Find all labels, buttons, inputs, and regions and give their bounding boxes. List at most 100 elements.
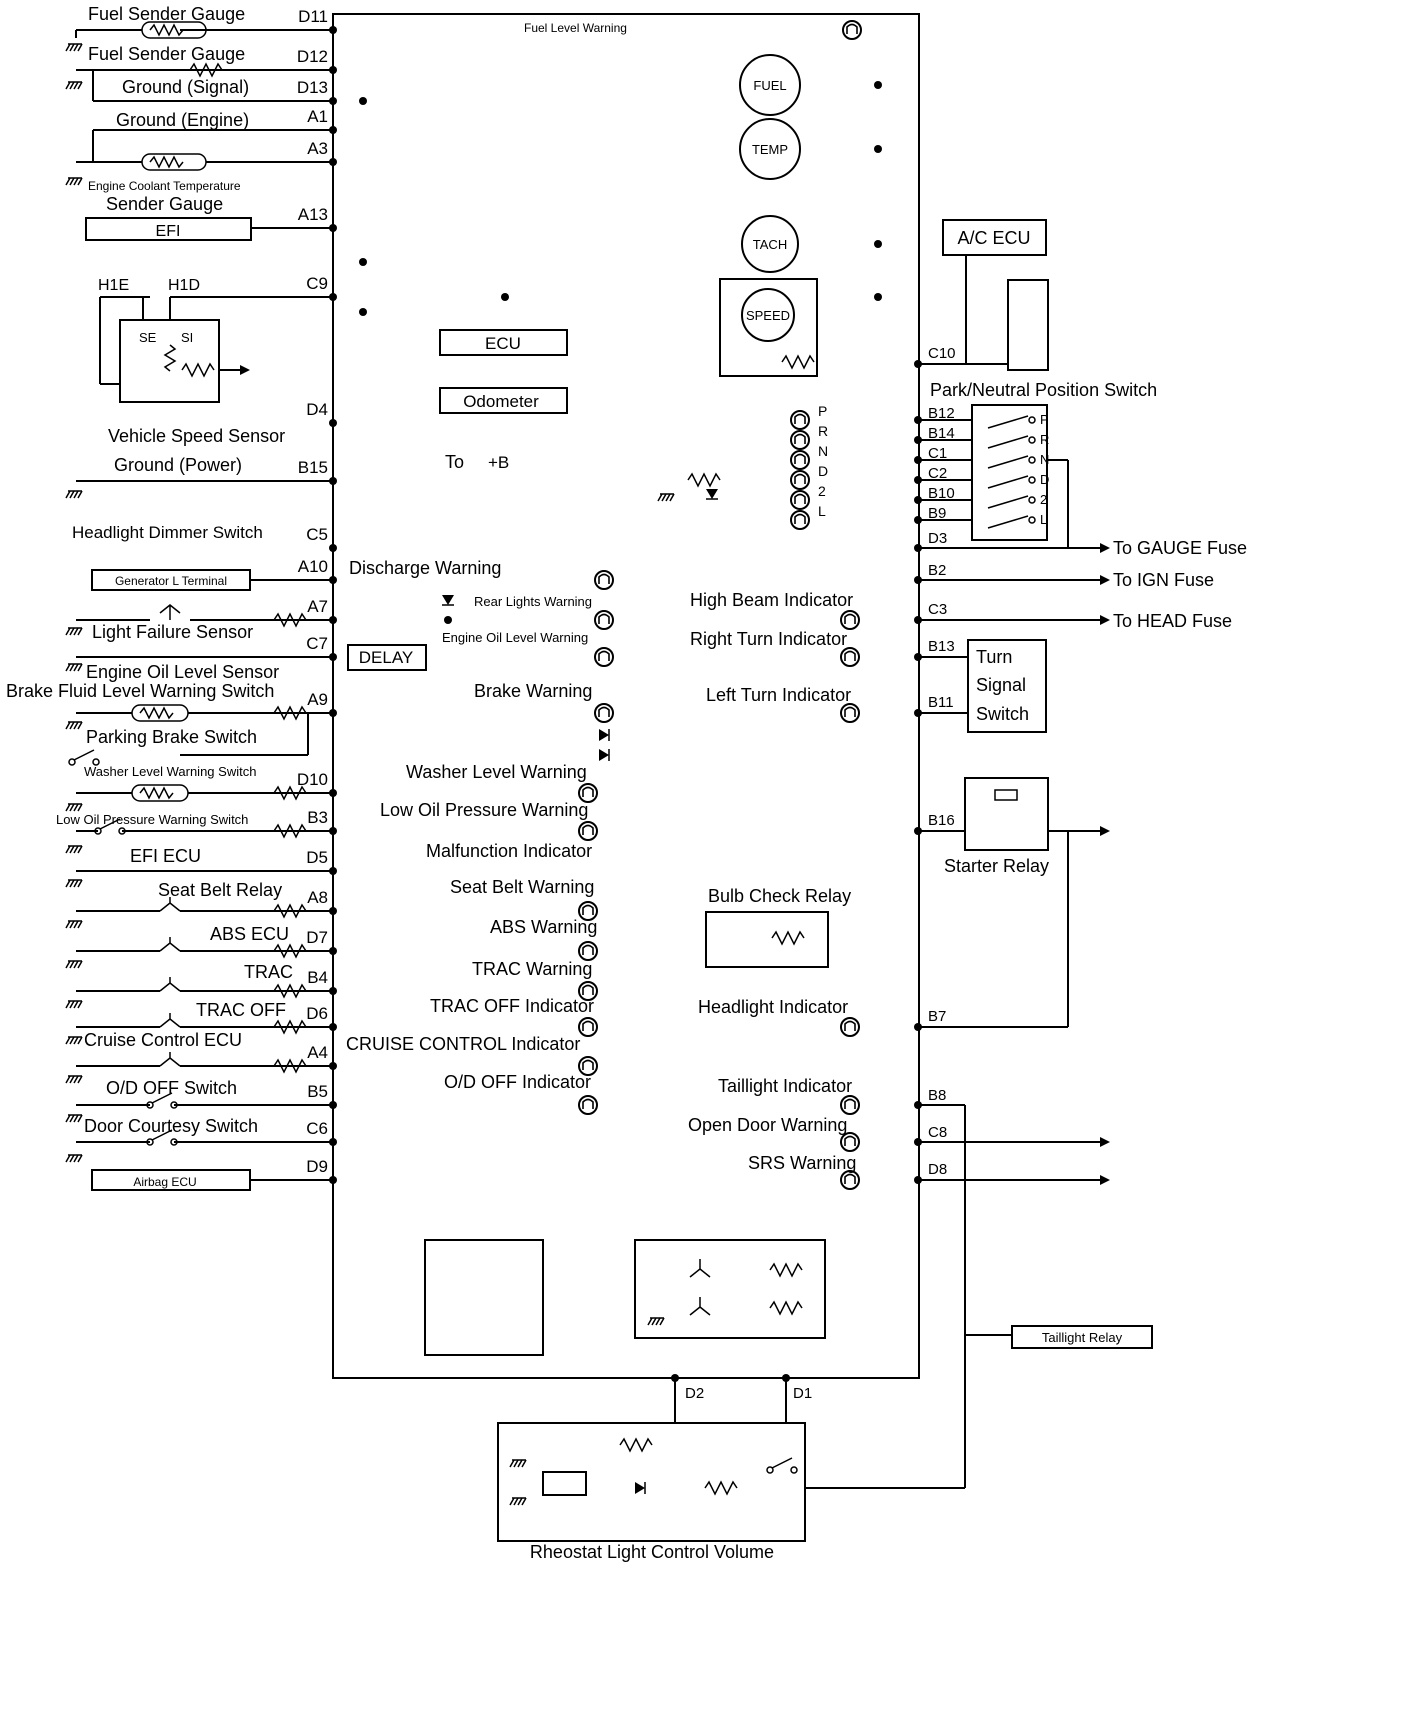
resistor-icon bbox=[619, 1437, 653, 1453]
h1d-label: H1D bbox=[168, 277, 200, 294]
ground-signal-label: Ground (Signal) bbox=[122, 77, 249, 97]
connector-pin-d6: D6 bbox=[306, 1004, 328, 1023]
resistor-icon bbox=[769, 1262, 803, 1278]
abs-ecu-label: ABS ECU bbox=[210, 924, 289, 944]
junction-dot bbox=[874, 145, 882, 153]
junction-dot bbox=[914, 436, 922, 444]
resistor-icon bbox=[769, 1300, 803, 1316]
connector-pin-a7: A7 bbox=[307, 597, 328, 616]
connector-pin-b10: B10 bbox=[928, 485, 955, 502]
junction-dot bbox=[329, 224, 337, 232]
junction-dot bbox=[914, 496, 922, 504]
connector-pin-b16: B16 bbox=[928, 812, 955, 829]
contact-icon bbox=[1028, 456, 1036, 464]
connector-pin-c5: C5 bbox=[306, 525, 328, 544]
resistor-icon bbox=[781, 354, 815, 370]
to-gauge-fuse-label: To GAUGE Fuse bbox=[1113, 538, 1247, 558]
od-off-indicator-label: O/D OFF Indicator bbox=[444, 1072, 591, 1092]
contact-icon bbox=[1028, 416, 1036, 424]
washer-warning-label: Washer Level Warning bbox=[406, 762, 587, 782]
junction-dot bbox=[914, 476, 922, 484]
seat-belt-transistor-icon bbox=[159, 897, 181, 912]
switch-position-label: D bbox=[1040, 472, 1049, 487]
ground-icon bbox=[647, 1317, 665, 1326]
junction-dot bbox=[329, 867, 337, 875]
arrow-icon bbox=[1100, 1175, 1110, 1185]
ecu-box bbox=[439, 329, 568, 356]
indicator-lamp-icon bbox=[840, 1017, 860, 1037]
resistor-icon bbox=[687, 472, 721, 488]
connector-pin-c7: C7 bbox=[306, 634, 328, 653]
cruise-ecu-label: Cruise Control ECU bbox=[84, 1030, 242, 1050]
diode-icon bbox=[706, 489, 718, 500]
ac-ecu-relay-box bbox=[1007, 279, 1049, 371]
junction-dot bbox=[914, 416, 922, 424]
relay-coil-icon bbox=[994, 789, 1018, 801]
junction-dot bbox=[914, 653, 922, 661]
junction-dot bbox=[329, 576, 337, 584]
indicator-lamp-icon bbox=[594, 703, 614, 723]
indicator-lamp-icon bbox=[790, 470, 810, 490]
switch-position-label: L bbox=[1040, 512, 1047, 527]
diode-icon bbox=[635, 1482, 646, 1494]
bulb-check-relay-box bbox=[705, 911, 829, 968]
junction-dot bbox=[329, 1138, 337, 1146]
indicator-lamp-icon bbox=[790, 410, 810, 430]
indicator-lamp-icon bbox=[840, 610, 860, 630]
indicator-lamp-icon bbox=[840, 703, 860, 723]
generator-l-label: Generator L Terminal bbox=[115, 574, 227, 588]
junction-dot bbox=[671, 1374, 679, 1382]
diode-icon bbox=[442, 595, 454, 606]
junction-dot bbox=[501, 293, 509, 301]
park-neutral-switch-box bbox=[971, 404, 1048, 541]
arrow-icon bbox=[1100, 543, 1110, 553]
connector-pin-d13: D13 bbox=[297, 78, 328, 97]
diode-icon bbox=[599, 749, 610, 761]
junction-dot bbox=[782, 1374, 790, 1382]
trac-off-label: TRAC OFF bbox=[196, 1000, 286, 1020]
contact-icon bbox=[1028, 516, 1036, 524]
ground-icon bbox=[65, 1000, 83, 1009]
parking-brake-switch-icon bbox=[68, 749, 100, 766]
indicator-lamp-icon bbox=[578, 1017, 598, 1037]
resistor-icon bbox=[273, 823, 307, 839]
speed-gauge-icon bbox=[741, 288, 795, 342]
ground-icon bbox=[65, 920, 83, 929]
efi-label: EFI bbox=[156, 223, 181, 240]
se-label: SE bbox=[139, 330, 157, 345]
junction-dot bbox=[359, 97, 367, 105]
rear-lights-warning-label: Rear Lights Warning bbox=[474, 594, 592, 609]
trac-transistor-icon bbox=[159, 977, 181, 992]
connector-pin-d2: D2 bbox=[685, 1385, 704, 1402]
park-neutral-switch-label: Park/Neutral Position Switch bbox=[930, 380, 1157, 400]
airbag-ecu-box bbox=[91, 1169, 251, 1191]
vehicle-speed-sensor-box bbox=[119, 319, 220, 403]
airbag-ecu-label: Airbag ECU bbox=[133, 1175, 196, 1189]
ground-icon bbox=[65, 43, 83, 52]
coolant-temp-label: Engine Coolant Temperature bbox=[88, 179, 241, 193]
coolant-sender-coil-icon bbox=[141, 153, 207, 171]
resistor-icon bbox=[273, 785, 307, 801]
indicator-lamp-icon bbox=[594, 570, 614, 590]
junction-dot bbox=[329, 419, 337, 427]
brake-fluid-switch-label: Brake Fluid Level Warning Switch bbox=[6, 681, 274, 701]
shift-position-label: L bbox=[818, 503, 826, 519]
connector-pin-d1: D1 bbox=[793, 1385, 812, 1402]
ground-icon bbox=[65, 177, 83, 186]
connector-pin-b11: B11 bbox=[928, 694, 954, 711]
connector-pin-a10: A10 bbox=[298, 557, 328, 576]
fuel-gauge-icon bbox=[739, 54, 801, 116]
ground-icon bbox=[65, 960, 83, 969]
junction-dot bbox=[914, 360, 922, 368]
connector-pin-a8: A8 bbox=[307, 888, 328, 907]
ground-engine-label: Ground (Engine) bbox=[116, 110, 249, 130]
arrow-icon bbox=[1100, 575, 1110, 585]
ground-icon bbox=[509, 1497, 527, 1506]
right-turn-indicator-label: Right Turn Indicator bbox=[690, 629, 847, 649]
tach-gauge-label: TACH bbox=[753, 237, 787, 252]
brake-warning-label: Brake Warning bbox=[474, 681, 592, 701]
resistor-icon bbox=[273, 705, 307, 721]
contact-icon bbox=[1028, 496, 1036, 504]
junction-dot bbox=[874, 81, 882, 89]
